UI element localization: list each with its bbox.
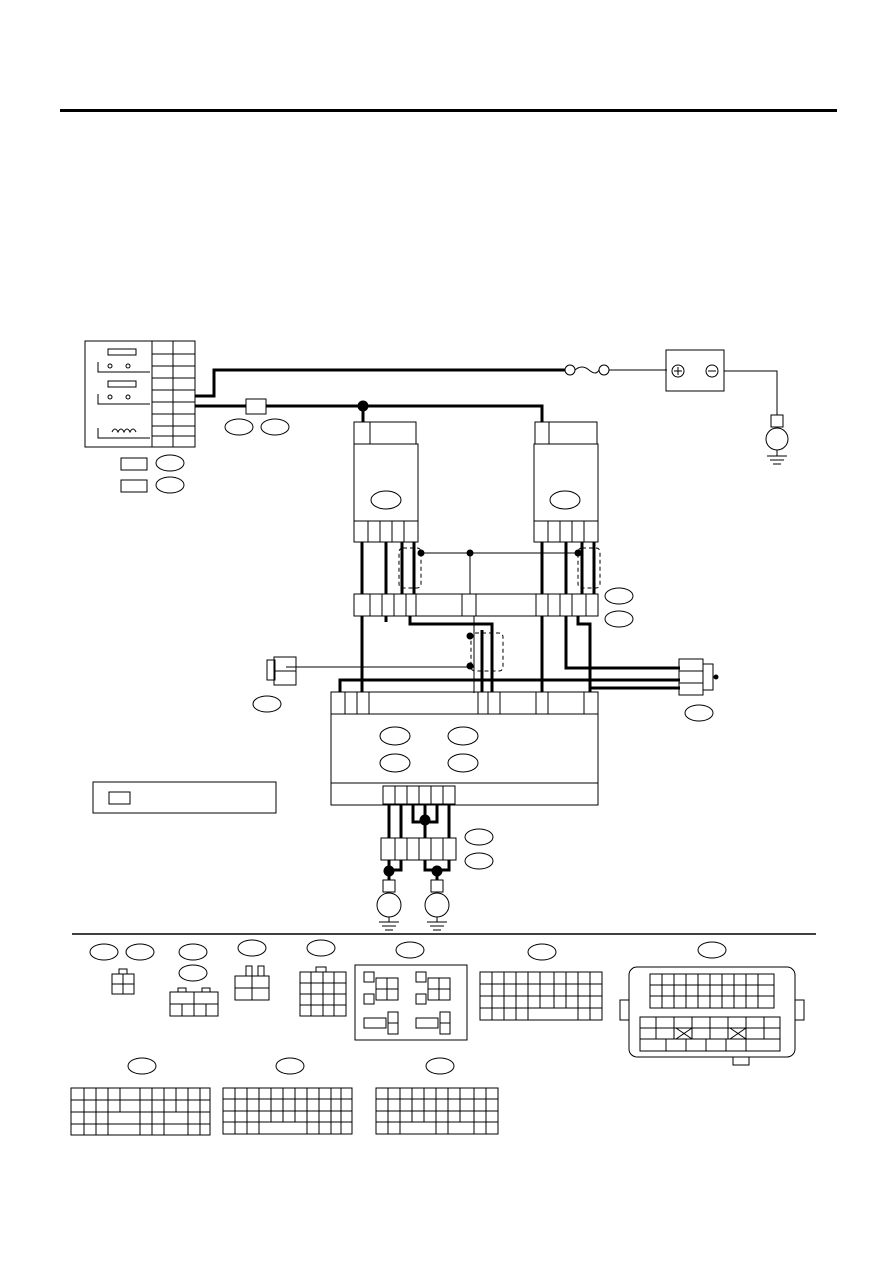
ground-harness: [380, 785, 457, 880]
battery-icon: [665, 349, 778, 415]
control-unit-right: [533, 421, 599, 543]
connector-id-oval: [604, 610, 634, 628]
ground-icon: [765, 414, 789, 465]
splice-point: [357, 400, 369, 412]
ground-icon: [376, 879, 402, 931]
connector-tag: [120, 457, 148, 471]
legend-box: [92, 781, 277, 814]
connector-id-oval: [260, 418, 290, 436]
inline-connector: [245, 398, 267, 415]
connector-id-oval: [464, 852, 494, 870]
connector-id-oval: [252, 695, 282, 713]
main-control-module: [330, 691, 599, 806]
connector-id-oval: [155, 476, 185, 494]
connector-id-oval: [464, 828, 494, 846]
shield-markers: [398, 547, 601, 672]
connector-id-oval: [155, 454, 185, 472]
connector-pinouts: [70, 939, 805, 1136]
relay-coil-icon: [97, 428, 150, 439]
right-inline-connector: [678, 658, 719, 696]
connector-id-oval: [684, 704, 714, 722]
signal-wires: [360, 542, 596, 594]
harness-wires: [338, 616, 680, 692]
ground-icon: [424, 879, 450, 931]
connector-tag: [120, 479, 148, 493]
connector-id-oval: [604, 587, 634, 605]
control-unit-left: [353, 421, 419, 543]
connector-id-oval: [224, 418, 254, 436]
relay-fuse-box: [84, 340, 196, 448]
power-wire: [195, 368, 566, 398]
fuse-icon: [564, 364, 667, 376]
header-rule: [60, 109, 837, 112]
middle-connector: [353, 593, 599, 617]
left-inline-connector: [266, 656, 297, 686]
